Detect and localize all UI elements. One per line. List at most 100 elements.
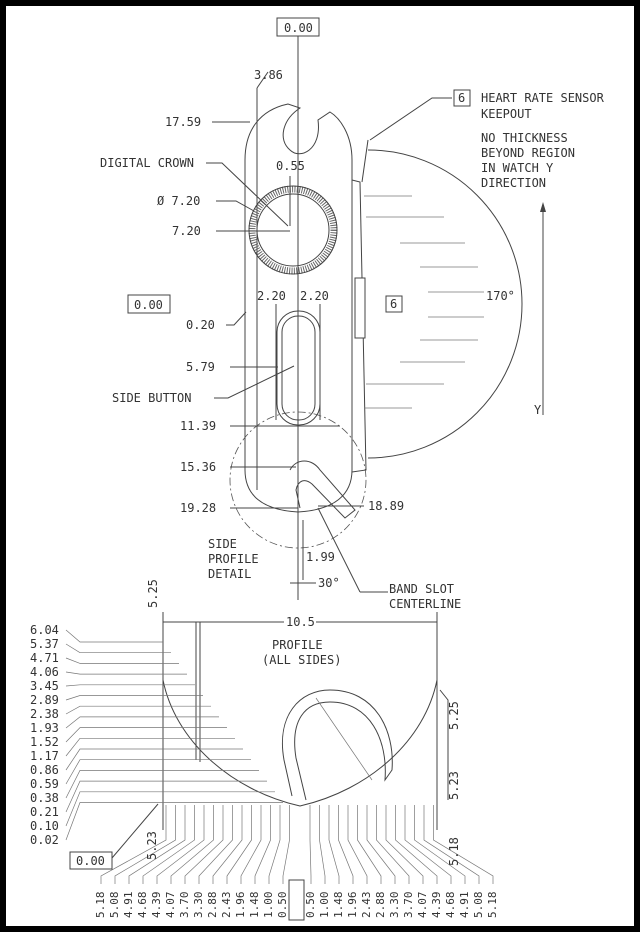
- profile-outline: [162, 622, 438, 807]
- detail-label-2: PROFILE: [208, 552, 259, 566]
- dim-525-right-label: 5.25: [447, 701, 461, 730]
- dim-220-right-label: 2.20: [300, 289, 329, 303]
- side-button-outer: [276, 310, 321, 426]
- digital-crown-label: DIGITAL CROWN: [100, 156, 194, 170]
- technical-drawing: 0.00 3.86 17.59 0.55 DIGITAL CROWN Ø 7.2…: [6, 6, 634, 926]
- note-tag-box: [385, 295, 403, 313]
- y-label: 4.06: [30, 665, 59, 679]
- x-leader: [254, 805, 271, 884]
- side-button-inner: [281, 315, 316, 421]
- x-leader: [156, 805, 205, 884]
- x-leader: [414, 805, 466, 884]
- x-label-right: 5.08: [472, 892, 485, 919]
- x-label-right: 1.48: [332, 892, 345, 919]
- dim-199-label: 1.99: [306, 550, 335, 564]
- origin-box-left: [127, 294, 171, 314]
- origin-box-profile: [69, 851, 113, 870]
- x-leader: [395, 805, 438, 884]
- dim-720-label: 7.20: [172, 224, 201, 238]
- profile-title-1: PROFILE: [272, 638, 323, 652]
- y-label: 0.10: [30, 819, 59, 833]
- band-slot-label-1: BAND SLOT: [389, 582, 454, 596]
- note-line-2: BEYOND REGION: [481, 146, 575, 160]
- x-label-right: 4.39: [430, 892, 443, 919]
- y-leader: [65, 684, 195, 687]
- leader: [226, 311, 247, 326]
- x-label-right: 2.88: [374, 892, 387, 919]
- x-label-right: 2.43: [360, 892, 373, 919]
- x-leader: [212, 805, 243, 884]
- x-label-left: 5.18: [94, 892, 107, 919]
- slot-centerline: [315, 697, 373, 781]
- band-slot-centerline: [317, 507, 361, 593]
- y-label: 6.04: [30, 623, 59, 637]
- x-label-right: 4.68: [444, 892, 457, 919]
- x-leader: [357, 805, 382, 884]
- y-label: 0.21: [30, 805, 59, 819]
- y-leader: [65, 695, 203, 701]
- y-leader: [65, 727, 227, 743]
- x-label-left: 2.43: [220, 892, 233, 919]
- detail-label-3: DETAIL: [208, 567, 251, 581]
- y-leader: [65, 759, 251, 785]
- dim-386-label: 3.86: [254, 68, 283, 82]
- heart-rate-label-1: HEART RATE SENSOR: [481, 91, 605, 105]
- x-leader: [328, 805, 340, 884]
- note-tag-top-label: 6: [458, 91, 465, 105]
- dim-1536-label: 15.36: [180, 460, 216, 474]
- dim-1889-label: 18.89: [368, 499, 404, 513]
- x-leader: [184, 805, 224, 884]
- width-105-label: 10.5: [286, 615, 315, 629]
- dim-220-left-label: 2.20: [257, 289, 286, 303]
- leader: [111, 803, 159, 859]
- y-leader: [65, 791, 275, 827]
- y-leader: [65, 657, 179, 664]
- x-leader: [100, 805, 167, 884]
- watch-side-view: 0.00 3.86 17.59 0.55 DIGITAL CROWN Ø 7.2…: [100, 17, 605, 611]
- x-leader: [309, 805, 312, 884]
- keepout-edge: [361, 139, 369, 183]
- dim-523-left-label: 5.23: [145, 831, 159, 860]
- x-label-right: 0.50: [304, 892, 317, 919]
- detail-label-1: SIDE: [208, 537, 237, 551]
- x-label-left: 3.70: [178, 892, 191, 919]
- angle-170-label: 170°: [486, 289, 515, 303]
- x-label-right: 4.91: [458, 892, 471, 919]
- y-leader: [65, 643, 171, 654]
- leader: [206, 162, 289, 227]
- x-leader: [347, 805, 368, 884]
- profile-y-labels: 6.045.374.714.063.452.892.381.931.521.17…: [30, 623, 283, 847]
- dim-579-label: 5.79: [186, 360, 215, 374]
- note-tag-box-top: [453, 89, 471, 107]
- x-label-right: 3.70: [402, 892, 415, 919]
- leader: [216, 200, 255, 212]
- x-label-left: 1.00: [262, 892, 275, 919]
- dim-525-top-label: 5.25: [146, 579, 160, 608]
- x-origin-box: [288, 879, 305, 921]
- x-leader: [404, 805, 452, 884]
- watch-body-outline: [244, 103, 353, 513]
- x-leader: [170, 805, 214, 884]
- x-leader: [114, 805, 176, 884]
- digital-crown-knurl: [248, 185, 338, 275]
- side-profile-detail-circle: [229, 411, 367, 549]
- y-label: 0.38: [30, 791, 59, 805]
- dim-518-right-label: 5.18: [447, 837, 461, 866]
- y-leader: [65, 737, 235, 757]
- x-leader: [282, 805, 290, 884]
- x-leader: [366, 805, 396, 884]
- y-leader: [65, 629, 163, 643]
- leader: [439, 689, 449, 800]
- note-line-3: IN WATCH Y: [481, 161, 554, 175]
- origin-top-label: 0.00: [284, 21, 313, 35]
- y-axis-arrowhead: [540, 202, 546, 212]
- x-leader: [433, 805, 494, 884]
- digital-crown-inner: [256, 193, 330, 267]
- digital-crown-outer: [248, 185, 338, 275]
- heart-rate-label-2: KEEPOUT: [481, 107, 532, 121]
- y-label: 0.86: [30, 763, 59, 777]
- x-label-left: 2.88: [206, 892, 219, 919]
- x-label-left: 4.07: [164, 892, 177, 919]
- note-line-4: DIRECTION: [481, 176, 546, 190]
